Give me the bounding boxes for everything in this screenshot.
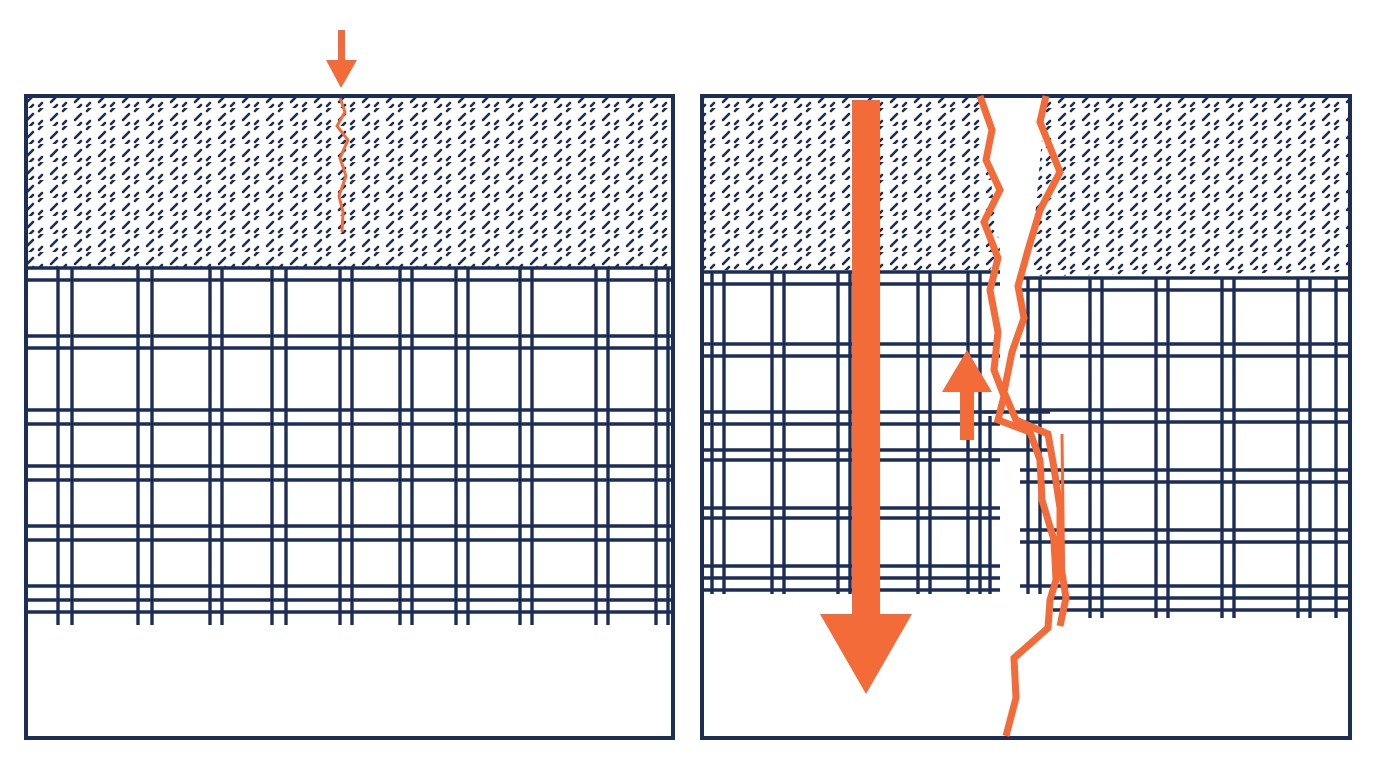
- base-layer-right: [1060, 618, 1348, 736]
- load-arrow-icon: [326, 30, 357, 88]
- panel-border: [700, 94, 1352, 740]
- uplift-arrow-icon: [942, 350, 992, 440]
- panel-border: [24, 94, 675, 740]
- base-layer: [28, 625, 671, 736]
- hairline-crack: [335, 97, 350, 233]
- surface-hatch-layer: [28, 98, 671, 268]
- grid-reinforcement-layer: [704, 270, 1348, 618]
- intact-section: [24, 30, 675, 740]
- crack-edge-right: [1000, 95, 1070, 627]
- failed-section: [700, 94, 1352, 740]
- crack-edge-left: [976, 94, 1060, 737]
- crack-sliver: [1060, 433, 1066, 601]
- surface-hatch-right: [1030, 98, 1348, 276]
- grid-reinforcement-layer: [28, 266, 671, 625]
- settlement-arrow-icon: [820, 100, 912, 694]
